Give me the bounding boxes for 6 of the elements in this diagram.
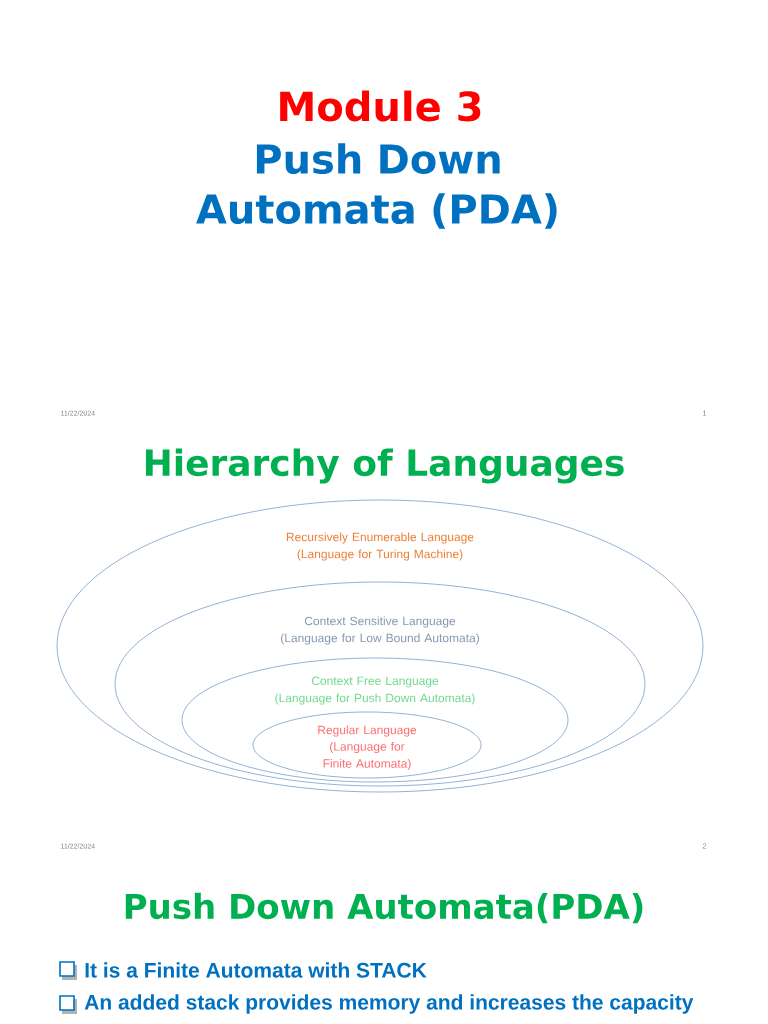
heading: Hierarchy of Languages xyxy=(145,448,624,484)
heading: Push Down Automata(PDA) xyxy=(125,892,643,924)
heading: Push Down Automata (PDA) xyxy=(196,143,557,229)
bullet-text: An added stack provides memory and increases the capacity xyxy=(84,994,694,1014)
heading: Module 3 xyxy=(280,90,481,122)
bullet-text: It is a Finite Automata with STACK xyxy=(85,962,427,978)
